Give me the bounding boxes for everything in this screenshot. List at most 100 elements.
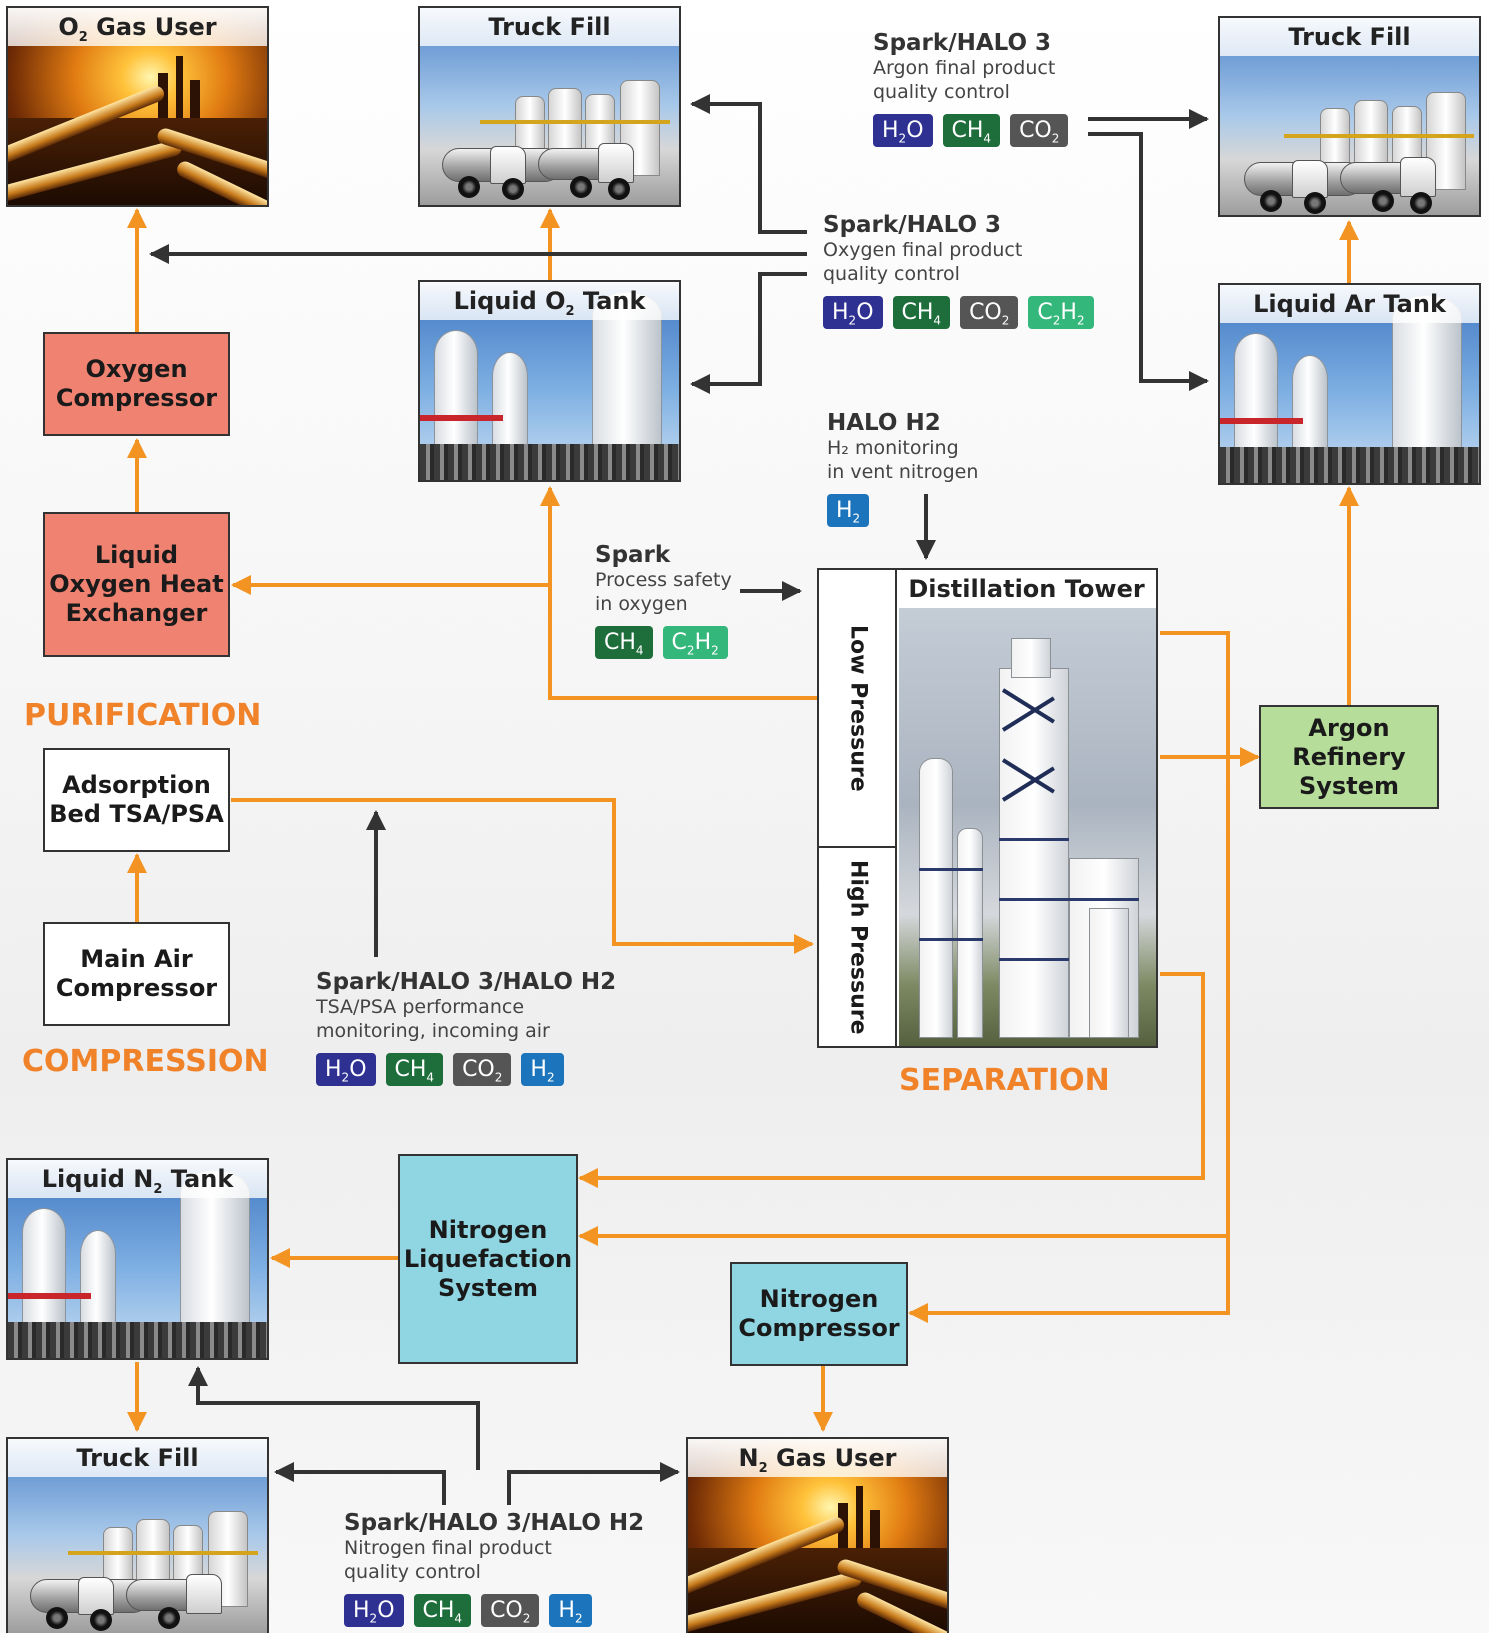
distillation-tower-photo: [899, 608, 1156, 1046]
liquid-n2-tank-tile: Liquid N2 Tank: [6, 1158, 269, 1360]
link-oxygen-analyzer-to-truck-fill: [690, 94, 807, 234]
tsa-psa-chips: H2O CH4 CO2 H2: [316, 1053, 616, 1086]
truck-fill-argon-tile: Truck Fill: [1218, 16, 1481, 217]
argon-quality-chips: H2O CH4 CO2: [873, 114, 1069, 147]
gas-chip-c2h2: C2H2: [1028, 296, 1094, 329]
liquid-o2-tank-label: Liquid O2 Tank: [420, 282, 679, 320]
stage-compression: COMPRESSION: [22, 1044, 269, 1079]
link-argon-analyzer-to-liquid-ar-tank: [1088, 132, 1209, 391]
link-oxygen-analyzer-to-liquid-o2-tank: [690, 272, 807, 394]
nitrogen-quality-title: Spark/HALO 3/HALO H2: [344, 1510, 645, 1536]
gas-chip-h2o: H2O: [344, 1594, 404, 1627]
gas-chip-h2: H2: [827, 494, 870, 527]
low-pressure-label: Low Pressure: [845, 624, 871, 792]
gas-chip-h2: H2: [549, 1594, 592, 1627]
oxygen-quality-line-1: Oxygen final product: [823, 239, 1023, 261]
oxygen-quality-title: Spark/HALO 3: [823, 212, 1002, 238]
liquid-ar-tank-tile: Liquid Ar Tank: [1218, 283, 1481, 485]
o2-gas-user-label: O2 Gas User: [8, 8, 267, 46]
nitrogen-quality-note: Spark/HALO 3/HALO H2 Nitrogen final prod…: [344, 1510, 644, 1627]
gas-chip-h2o: H2O: [823, 296, 883, 329]
gas-chip-co2: CO2: [960, 296, 1019, 329]
halo-h2-note: HALO H2 H₂ monitoring in vent nitrogen H…: [827, 410, 978, 527]
pressure-column: [819, 570, 897, 1046]
argon-quality-line-2: quality control: [873, 81, 1010, 103]
gas-chip-ch4: CH4: [942, 114, 1001, 147]
gas-chip-h2o: H2O: [873, 114, 933, 147]
link-nitrogen-analyzer-to-truck-fill-line: [274, 1462, 446, 1505]
tsa-psa-line-1: TSA/PSA performance: [316, 996, 525, 1018]
distillation-tower-title: Distillation Tower: [897, 570, 1156, 608]
distillation-tower: Low Pressure High Pressure Distillation …: [817, 568, 1158, 1048]
liquid-o2-tank-tile: Liquid O2 Tank: [418, 280, 681, 482]
link-nitrogen-analyzer-to-n2-gas-user: [507, 1462, 680, 1505]
gas-chip-co2: CO2: [481, 1594, 540, 1627]
flow-high-pressure-to-nitrogen-liquefaction: [578, 972, 1205, 1188]
liquid-n2-tank-label: Liquid N2 Tank: [8, 1160, 267, 1198]
link-nitrogen-analyzer-to-liquid-n2-tank: [188, 1366, 480, 1470]
truck-fill-nitrogen-tile: Truck Fill: [6, 1437, 269, 1633]
gas-chip-h2: H2: [521, 1053, 564, 1086]
spark-safety-chips: CH4 C2H2: [595, 626, 732, 659]
oxygen-quality-chips: H2O CH4 CO2 C2H2: [823, 296, 1094, 329]
gas-chip-h2o: H2O: [316, 1053, 376, 1086]
oxygen-quality-line-2: quality control: [823, 263, 960, 285]
gas-chip-c2h2: C2H2: [662, 626, 728, 659]
argon-quality-note: Spark/HALO 3 Argon final product quality…: [873, 30, 1069, 147]
gas-chip-ch4: CH4: [595, 626, 653, 659]
spark-safety-note: Spark Process safety in oxygen CH4 C2H2: [595, 542, 732, 659]
tsa-psa-note: Spark/HALO 3/HALO H2 TSA/PSA performance…: [316, 969, 616, 1086]
truck-fill-oxygen-label: Truck Fill: [420, 8, 679, 46]
halo-h2-title: HALO H2: [827, 410, 941, 436]
argon-quality-title: Spark/HALO 3: [873, 30, 1052, 56]
gas-chip-co2: CO2: [1010, 114, 1069, 147]
gas-chip-ch4: CH4: [385, 1053, 444, 1086]
gas-chip-ch4: CH4: [892, 296, 951, 329]
low-pressure-section: Low Pressure: [819, 570, 897, 846]
truck-fill-nitrogen-label: Truck Fill: [8, 1439, 267, 1477]
flow-adsorption-to-high-pressure: [231, 798, 814, 954]
halo-h2-line-1: H₂ monitoring: [827, 437, 959, 459]
pressure-divider: [819, 846, 897, 848]
halo-h2-chips: H2: [827, 494, 978, 527]
spark-safety-line-2: in oxygen: [595, 593, 688, 615]
stage-purification: PURIFICATION: [24, 698, 262, 733]
high-pressure-label: High Pressure: [845, 859, 871, 1035]
nitrogen-quality-line-1: Nitrogen final product: [344, 1537, 552, 1559]
gas-chip-co2: CO2: [453, 1053, 512, 1086]
truck-fill-oxygen-tile: Truck Fill: [418, 6, 681, 207]
oxygen-quality-note: Spark/HALO 3 Oxygen final product qualit…: [823, 212, 1094, 329]
flow-tower-nitrogen-branch: [908, 631, 1230, 1323]
liquid-ar-tank-label: Liquid Ar Tank: [1220, 285, 1479, 323]
nitrogen-quality-line-2: quality control: [344, 1561, 481, 1583]
n2-gas-user-label: N2 Gas User: [688, 1439, 947, 1477]
halo-h2-line-2: in vent nitrogen: [827, 461, 979, 483]
o2-gas-user-tile: O2 Gas User: [6, 6, 269, 207]
n2-gas-user-tile: N2 Gas User: [686, 1437, 949, 1633]
spark-safety-line-1: Process safety: [595, 569, 732, 591]
tsa-psa-line-2: monitoring, incoming air: [316, 1020, 550, 1042]
spark-safety-title: Spark: [595, 542, 671, 568]
argon-quality-line-1: Argon final product: [873, 57, 1056, 79]
flow-low-pressure-to-heat-exchanger: [231, 575, 817, 700]
gas-chip-ch4: CH4: [413, 1594, 472, 1627]
nitrogen-quality-chips: H2O CH4 CO2 H2: [344, 1594, 644, 1627]
tsa-psa-title: Spark/HALO 3/HALO H2: [316, 969, 617, 995]
truck-fill-argon-label: Truck Fill: [1220, 18, 1479, 56]
high-pressure-section: High Pressure: [819, 848, 897, 1046]
stage-separation: SEPARATION: [899, 1063, 1110, 1098]
